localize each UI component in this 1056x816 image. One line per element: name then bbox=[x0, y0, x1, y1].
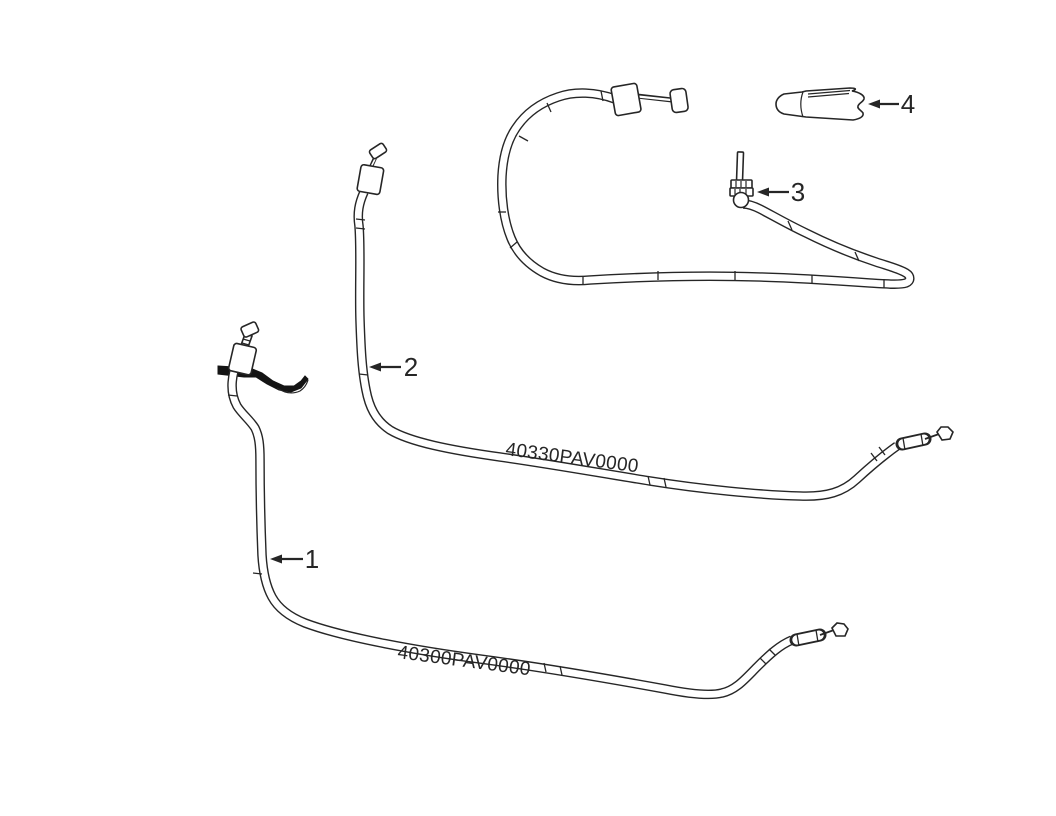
cable-tee-cap bbox=[368, 142, 388, 160]
rubber-boot-part bbox=[775, 87, 865, 121]
looped-cable-assembly bbox=[497, 82, 915, 289]
callout-1: 1 bbox=[270, 544, 319, 574]
callout-1-label: 1 bbox=[305, 544, 319, 574]
callout-2-label: 2 bbox=[404, 352, 418, 382]
cable-nipple-end bbox=[669, 87, 689, 114]
upper-cable-segment-ticks bbox=[355, 218, 886, 488]
callout-4: 4 bbox=[868, 89, 915, 119]
lower-long-cable bbox=[217, 321, 849, 700]
lower-cable-end-fitting bbox=[789, 622, 849, 647]
boot-tip-seam bbox=[800, 91, 804, 118]
lower-cable-segment-ticks bbox=[227, 394, 776, 676]
lower-cable-top-fitting bbox=[227, 321, 260, 376]
cable-barrel bbox=[610, 82, 642, 117]
callout-4-label: 4 bbox=[901, 89, 915, 119]
cable-cylinder bbox=[227, 342, 258, 376]
callout-4-arrow bbox=[868, 99, 880, 109]
upper-long-cable bbox=[353, 142, 954, 501]
adjuster-collar bbox=[732, 191, 750, 209]
callout-3-label: 3 bbox=[791, 177, 805, 207]
callout-1-arrow bbox=[270, 554, 282, 564]
cable-hook-end bbox=[936, 426, 954, 441]
boot-top-ridge-1 bbox=[807, 89, 851, 95]
upper-cable-tube-fill bbox=[354, 190, 899, 500]
cable-barrel bbox=[356, 163, 385, 196]
lower-cable-tube-fill bbox=[228, 370, 794, 698]
cable-adjuster-fitting bbox=[729, 151, 754, 209]
upper-cable-top-fitting bbox=[356, 142, 388, 196]
callout-2: 2 bbox=[369, 352, 418, 382]
cable-hook-end bbox=[831, 622, 849, 637]
callout-3: 3 bbox=[757, 177, 805, 207]
boot-top-ridge-2 bbox=[807, 92, 850, 98]
loop-cable-segment-ticks bbox=[498, 90, 885, 288]
fitting-bolt-head bbox=[240, 321, 260, 338]
loop-cable-tube-fill bbox=[498, 89, 914, 288]
bracket-foot-edge bbox=[276, 379, 309, 394]
callout-3-arrow bbox=[757, 187, 769, 197]
loop-cable-barrel-fitting bbox=[610, 82, 689, 117]
upper-cable-end-fitting bbox=[895, 426, 954, 451]
callout-2-arrow bbox=[369, 362, 381, 372]
